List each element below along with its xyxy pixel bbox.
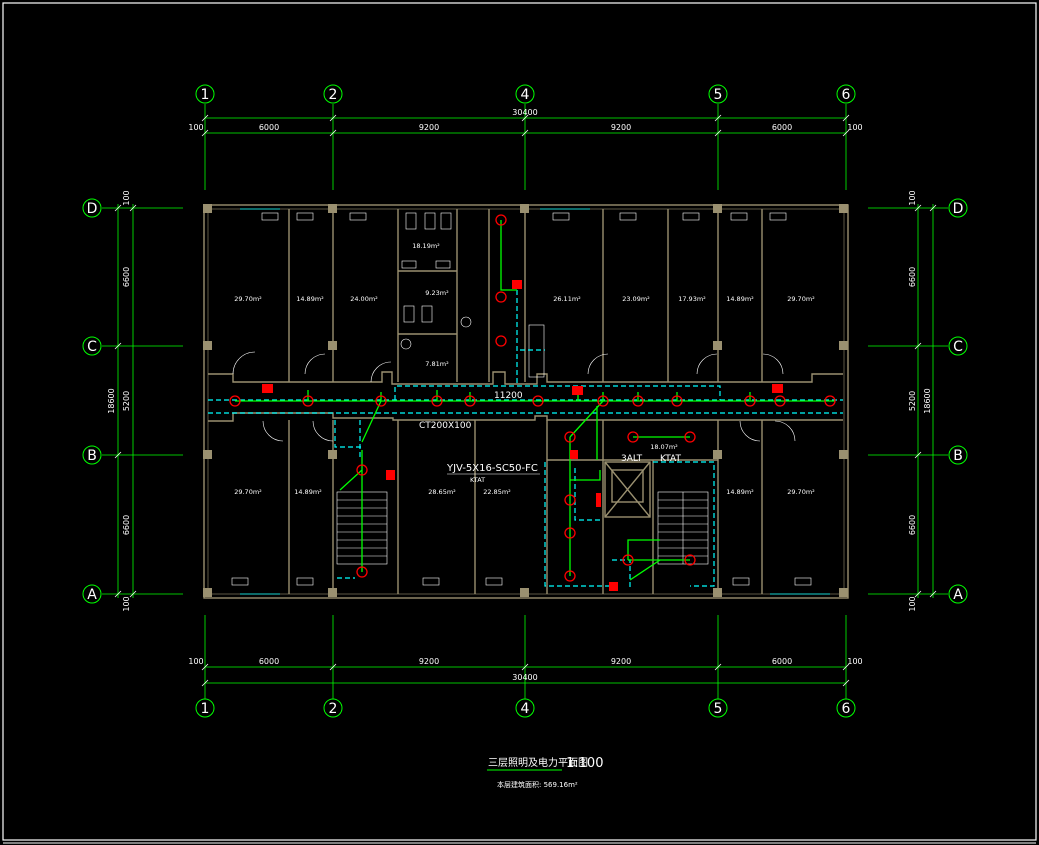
distribution-panels xyxy=(262,280,783,591)
dim-total-top: 30400 xyxy=(512,108,537,117)
axis-label-5-bottom: 5 xyxy=(714,701,723,717)
room-area-12: 29.70m² xyxy=(234,488,262,496)
dim-side-right-2: 5200 xyxy=(908,391,917,411)
wall-fixtures xyxy=(231,212,812,586)
axis-label-a-right: A xyxy=(953,587,963,603)
dim-seg-bottom-2: 9200 xyxy=(419,657,439,666)
dim-edge-top-left: 100 xyxy=(188,123,203,132)
dim-seg-top-1: 6000 xyxy=(259,123,279,132)
dim-seg-top-2: 9200 xyxy=(419,123,439,132)
dim-seg-bottom-3: 9200 xyxy=(611,657,631,666)
dim-side-left-2: 5200 xyxy=(122,391,131,411)
axis-label-6-top: 6 xyxy=(842,87,851,103)
corridor-dimension-label: 11200 xyxy=(494,391,523,401)
axis-label-4-top: 4 xyxy=(521,87,530,103)
panel-ktat-label: KTAT xyxy=(660,454,681,464)
axis-label-b-left: B xyxy=(87,448,97,464)
room-area-4: 18.19m² xyxy=(412,242,440,250)
axis-label-2-top: 2 xyxy=(329,87,338,103)
dim-side-left-1: 6600 xyxy=(122,267,131,287)
room-area-8: 23.09m² xyxy=(622,295,650,303)
room-area-6: 7.81m² xyxy=(425,360,449,368)
dim-side-left-top-edge: 100 xyxy=(122,190,131,205)
room-area-14: 28.65m² xyxy=(428,488,456,496)
room-area-15: 22.85m² xyxy=(483,488,511,496)
dim-side-left-bottom-edge: 100 xyxy=(122,596,131,611)
axis-label-1-top: 1 xyxy=(201,87,210,103)
building-walls xyxy=(203,204,849,599)
room-area-1: 29.70m² xyxy=(234,295,262,303)
room-area-17: 29.70m² xyxy=(787,488,815,496)
dim-side-left-3: 6600 xyxy=(122,515,131,535)
room-area-16: 14.89m² xyxy=(726,488,754,496)
room-area-11: 29.70m² xyxy=(787,295,815,303)
dim-side-right-1: 6600 xyxy=(908,267,917,287)
floor-area-note: 本层建筑面积: 569.16m² xyxy=(497,780,578,789)
axis-label-6-bottom: 6 xyxy=(842,701,851,717)
dim-side-left-total: 18600 xyxy=(107,388,116,413)
room-area-5: 9.23m² xyxy=(425,289,449,297)
axis-label-5-top: 5 xyxy=(714,87,723,103)
room-area-18: 18.07m² xyxy=(650,443,678,451)
room-area-10: 14.89m² xyxy=(726,295,754,303)
axis-label-c-right: C xyxy=(953,339,963,355)
axis-label-a-left: A xyxy=(87,587,97,603)
dim-side-right-3: 6600 xyxy=(908,515,917,535)
cable-tray-label: CT200X100 xyxy=(419,421,472,431)
axis-label-b-right: B xyxy=(953,448,963,464)
structural-columns xyxy=(203,204,848,597)
dim-edge-top-right: 100 xyxy=(847,123,862,132)
dim-side-right-top-edge: 100 xyxy=(908,190,917,205)
stairs-right xyxy=(657,491,709,565)
room-area-7: 26.11m² xyxy=(553,295,581,303)
dim-seg-top-3: 9200 xyxy=(611,123,631,132)
door-swings xyxy=(232,351,796,442)
axis-label-2-bottom: 2 xyxy=(329,701,338,717)
dim-seg-bottom-4: 6000 xyxy=(772,657,792,666)
dim-edge-bottom-left: 100 xyxy=(188,657,203,666)
drawing-title: 三层照明及电力平面图 xyxy=(488,756,588,769)
axis-label-d-left: D xyxy=(87,201,98,217)
axis-label-c-left: C xyxy=(87,339,97,355)
room-area-13: 14.89m² xyxy=(294,488,322,496)
axis-label-1-bottom: 1 xyxy=(201,701,210,717)
dim-edge-bottom-right: 100 xyxy=(847,657,862,666)
room-area-3: 24.00m² xyxy=(350,295,378,303)
panel-3alt-label: 3ALT xyxy=(621,454,643,464)
drawing-scale: 1:100 xyxy=(566,756,603,771)
cable-spec-label: YJV-5X16-SC50-FC xyxy=(446,463,538,474)
light-fixtures xyxy=(229,214,836,582)
dim-total-bottom: 30400 xyxy=(512,673,537,682)
dim-side-right-total: 18600 xyxy=(923,388,932,413)
cable-note-label: KTAT xyxy=(470,476,485,484)
axis-label-d-right: D xyxy=(953,201,964,217)
room-area-2: 14.89m² xyxy=(296,295,324,303)
axis-label-4-bottom: 4 xyxy=(521,701,530,717)
dim-seg-bottom-1: 6000 xyxy=(259,657,279,666)
axis-bubbles xyxy=(82,84,968,718)
room-area-9: 17.93m² xyxy=(678,295,706,303)
conduit-runs xyxy=(208,290,843,590)
dim-seg-top-4: 6000 xyxy=(772,123,792,132)
dim-side-right-bottom-edge: 100 xyxy=(908,596,917,611)
